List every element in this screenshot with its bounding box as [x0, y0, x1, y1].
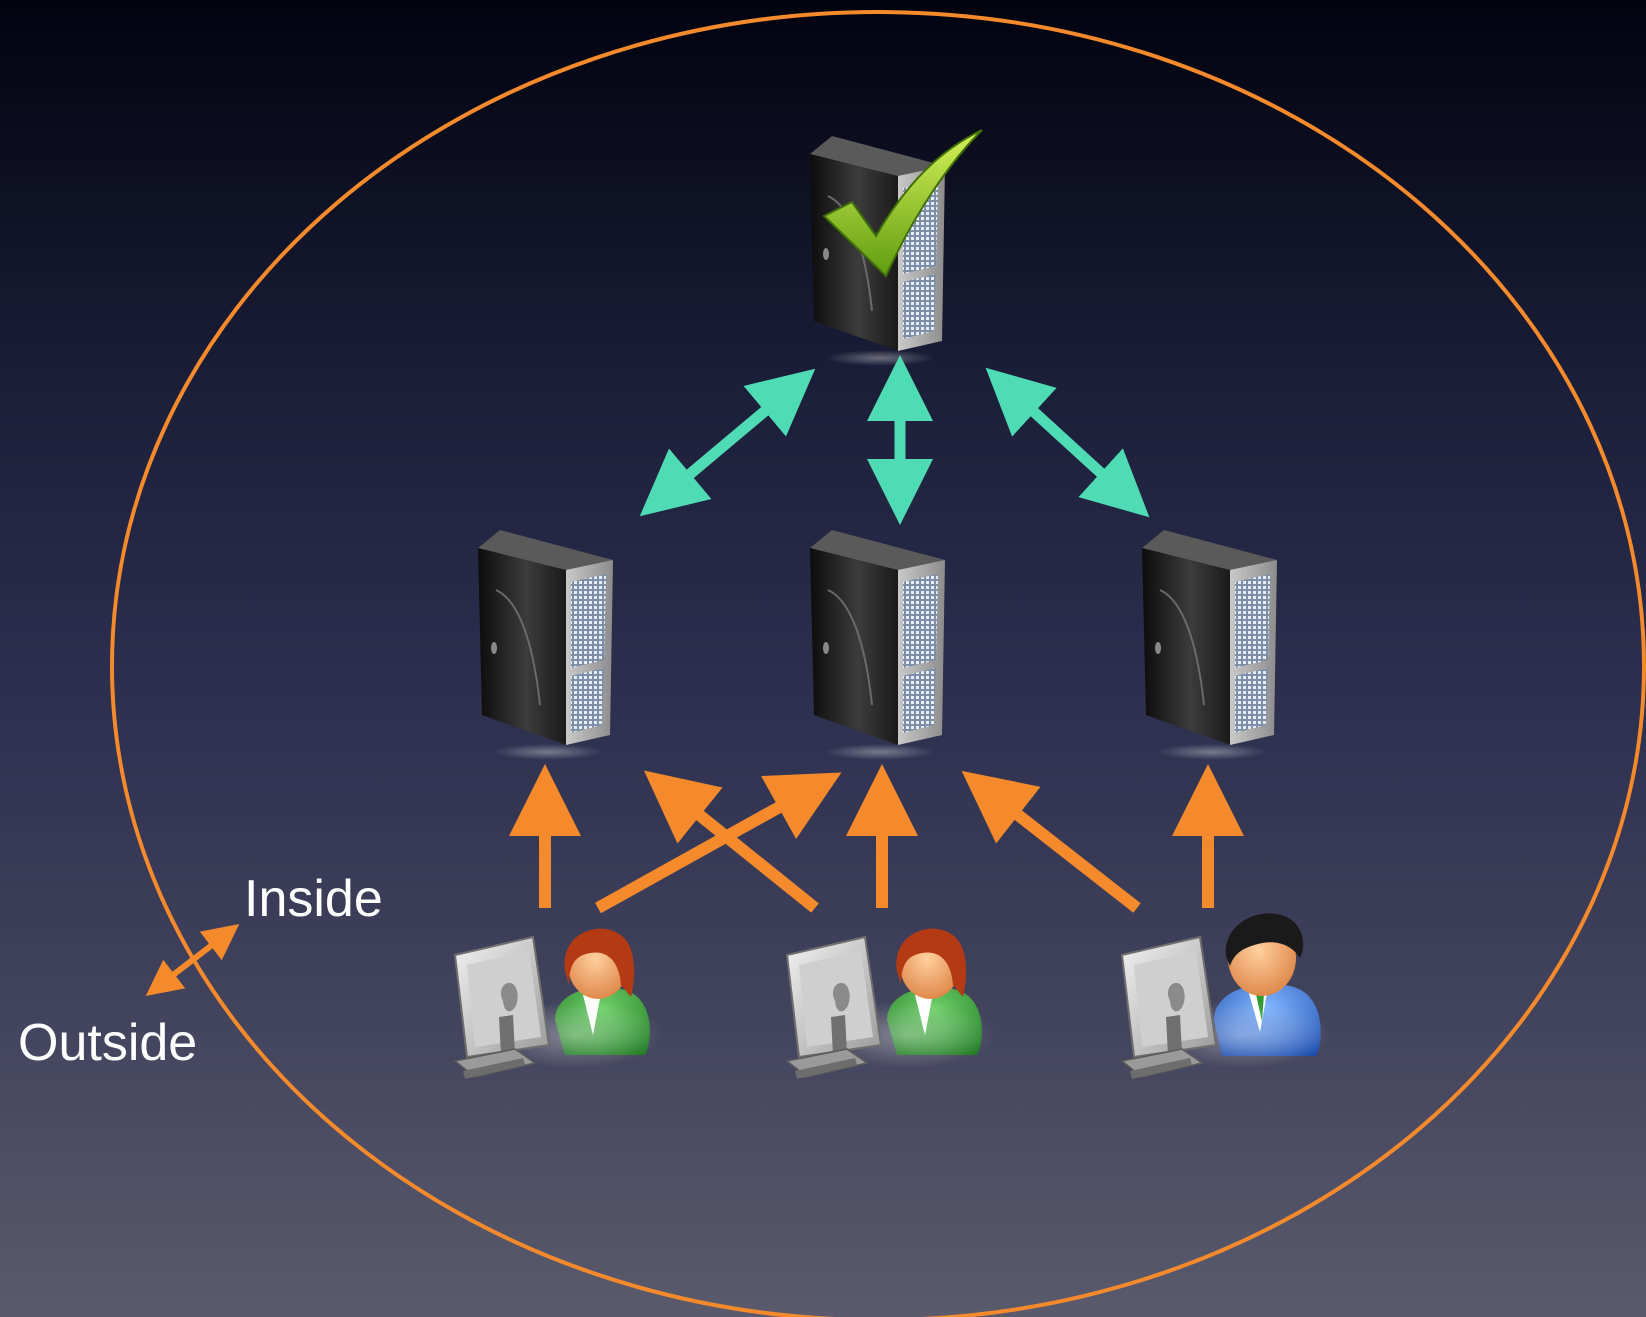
server-right [1141, 529, 1278, 761]
client-1 [454, 928, 664, 1080]
checkmark-icon [822, 129, 983, 278]
req-c2-s1 [643, 770, 819, 913]
root-server [809, 129, 983, 367]
system-boundary [110, 10, 1646, 1317]
server-icon [809, 529, 946, 761]
client-2 [786, 928, 996, 1080]
server-icon [477, 529, 614, 761]
server-left [477, 529, 614, 761]
client-requests [509, 764, 1244, 914]
inside-label: Inside [244, 870, 383, 928]
req-c3-s2 [961, 770, 1141, 913]
server-icon [1141, 529, 1278, 761]
server-center [809, 529, 946, 761]
link-root-right [985, 367, 1150, 518]
user-computer-female-icon [454, 928, 664, 1080]
outside-label: Outside [18, 1014, 198, 1072]
user-computer-female-icon [786, 928, 996, 1080]
link-root-left [639, 368, 816, 517]
client-3 [1121, 913, 1331, 1080]
server-links [639, 355, 1150, 525]
user-computer-male-icon [1121, 913, 1331, 1080]
req-c1-s2 [595, 772, 842, 914]
inside-outside-arrow [145, 924, 240, 996]
